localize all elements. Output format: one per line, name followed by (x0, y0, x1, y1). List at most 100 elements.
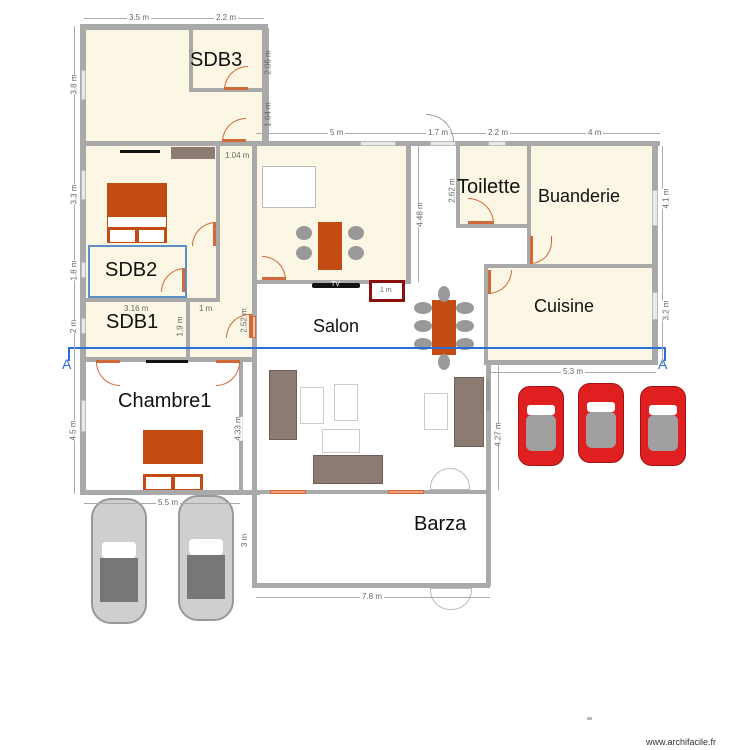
dimension-line (268, 28, 269, 142)
wall (80, 357, 256, 362)
car-red-2 (578, 383, 624, 463)
chair (438, 354, 450, 370)
window (360, 141, 396, 146)
dimension-label: 1 m (199, 304, 213, 313)
tv-chambre1 (146, 360, 188, 363)
section-line (68, 347, 665, 349)
window (488, 141, 506, 146)
watermark[interactable]: www.archifacile.fr (646, 737, 717, 747)
dimension-line (74, 26, 75, 494)
dimension-line (84, 18, 264, 19)
wall (262, 24, 268, 144)
wall (80, 490, 260, 495)
wall (256, 280, 411, 284)
chair (296, 226, 312, 240)
window (81, 318, 86, 334)
dimension-label: 2.52 m (239, 308, 249, 333)
dimension-label: 2.06 m (263, 50, 273, 75)
room-label-buanderie: Buanderie (538, 186, 621, 206)
wall (527, 144, 531, 268)
chair (414, 302, 432, 314)
door-chambre1-left[interactable] (96, 360, 120, 386)
wall (252, 494, 257, 586)
dimension-label: 4.27 m (493, 422, 503, 447)
dimension-label: 3 m (240, 533, 250, 548)
sliding-door[interactable] (388, 490, 424, 494)
small-marker (587, 717, 592, 720)
chair (348, 246, 364, 260)
tv (120, 150, 160, 153)
chair (296, 246, 312, 260)
wall (189, 28, 193, 90)
dimension-label: 3.3 m (69, 184, 79, 205)
dimension-line (256, 133, 660, 134)
chair (414, 320, 432, 332)
dimension-label: 7.8 m (360, 592, 385, 601)
wall (456, 144, 460, 228)
coffee-table (322, 429, 360, 453)
dimension-label: 1.7 m (426, 128, 451, 137)
car-red-3 (640, 386, 686, 466)
sliding-door[interactable] (270, 490, 306, 494)
section-tick-right (664, 347, 666, 361)
dimension-label: 2.2 m (486, 128, 511, 137)
dimension-label: 3.2 m (661, 300, 671, 321)
chair (348, 226, 364, 240)
dimension-label: 5.3 m (561, 367, 586, 376)
ottoman (300, 387, 324, 424)
dimension-label: 1.9 m (175, 316, 185, 337)
wall (406, 144, 411, 284)
wall (86, 298, 220, 302)
ottoman (334, 384, 358, 421)
wall (484, 264, 488, 364)
door-barza-out[interactable] (430, 588, 472, 610)
dimension-label: 5 m (328, 128, 346, 137)
dimension-label: 2.62 m (447, 178, 457, 203)
door-salon-left[interactable] (252, 316, 256, 338)
fireplace (369, 280, 405, 302)
chair (456, 320, 474, 332)
desk (262, 166, 316, 208)
dimension-label: 3.16 m (124, 304, 149, 313)
wall (186, 300, 190, 358)
room-label-toilette: Toilette (457, 176, 521, 198)
door-chambre1-right[interactable] (216, 360, 240, 386)
wall (80, 24, 268, 30)
dimension-label: 4.5 m (68, 420, 78, 441)
car-red-1 (518, 386, 564, 466)
wall (252, 583, 490, 588)
window (652, 190, 658, 226)
dimension-label: 4.1 m (661, 188, 671, 209)
wall (189, 88, 265, 92)
room-label-sdb1: SDB1 (106, 311, 159, 333)
dimension-label: 3.8 m (69, 74, 79, 95)
section-marker-left: A (62, 356, 72, 372)
sofa-right (454, 377, 484, 447)
room-label-cuisine: Cuisine (534, 296, 595, 316)
room-floor-cuisine (486, 268, 652, 362)
wall (652, 141, 658, 365)
car-grey-1 (91, 498, 147, 624)
room-label-barza: Barza (414, 513, 467, 535)
room-floor-bedroom (84, 146, 252, 360)
table-office (318, 222, 342, 270)
wall (456, 224, 530, 228)
room-label-chambre1: Chambre1 (118, 390, 212, 412)
window (81, 70, 86, 100)
bed-chambre1 (143, 430, 203, 490)
dimension-label: 4.48 m (415, 202, 425, 227)
tv-label: TV (331, 281, 340, 288)
door-salon-barza[interactable] (430, 468, 470, 490)
sofa-left (269, 370, 297, 440)
dimension-label: 3.5 m (127, 13, 152, 22)
section-marker-right: A (658, 356, 668, 372)
wall (484, 264, 656, 268)
section-tick-left (68, 347, 70, 361)
dimension-label: 1 m (380, 287, 392, 294)
window (81, 170, 86, 200)
car-grey-2 (178, 495, 234, 621)
dimension-label: 1.8 m (69, 260, 79, 281)
chair (456, 302, 474, 314)
dimension-label: 5.5 m (156, 498, 181, 507)
garage-door (486, 380, 490, 410)
